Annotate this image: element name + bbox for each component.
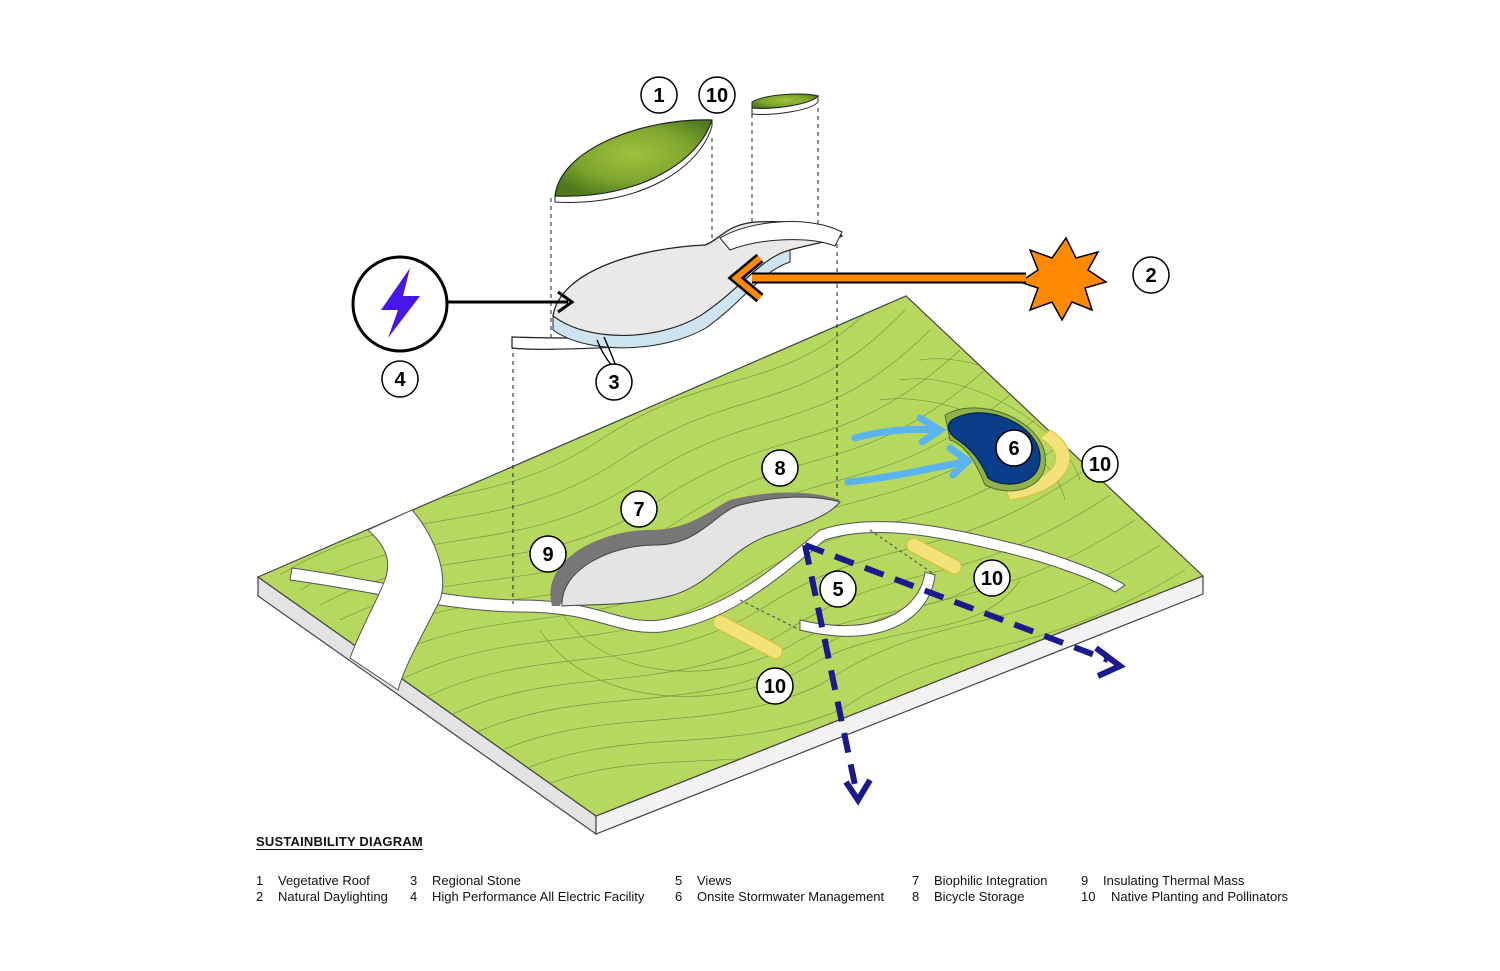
footprint-surface [561, 496, 841, 607]
svg-text:2: 2 [1145, 265, 1156, 287]
view-arrow-east-head [1094, 645, 1126, 679]
svg-text:10: 10 [981, 568, 1003, 590]
view-arrow-south [802, 544, 859, 791]
view-arrow-east [803, 542, 1110, 663]
callout-6: 6 [995, 429, 1033, 467]
svg-text:9: 9 [542, 544, 553, 566]
building-footprint [550, 492, 841, 607]
building-facade [552, 249, 791, 349]
energy-arrow-head [557, 290, 575, 314]
planting-strip-b [906, 537, 962, 575]
svg-text:10: 10 [706, 85, 728, 107]
wind-arrow-upper-head [916, 414, 947, 446]
planting-strip-a [713, 614, 783, 660]
svg-text:5: 5 [832, 579, 843, 601]
planting-strips [713, 429, 1071, 660]
wind-arrow-lower-head [946, 444, 974, 479]
callout-5: 5 [819, 570, 857, 608]
svg-text:8: 8 [774, 458, 785, 480]
callout-10-lawn: 10 [756, 667, 794, 705]
planting-strip-c [1004, 429, 1071, 501]
legend-title: SUSTAINBILITY DIAGRAM [256, 834, 423, 849]
svg-text:4: 4 [394, 369, 406, 391]
vegetative-roof-layers [554, 93, 819, 203]
roof-layer-small-edge [751, 94, 819, 115]
wind-arrow-lower [844, 458, 969, 486]
amphitheatre-seating [799, 571, 936, 637]
lightning-bolt-icon [381, 268, 420, 338]
callout-4: 4 [381, 360, 419, 398]
building-upper-deck [719, 221, 843, 251]
callout-7: 7 [620, 490, 658, 528]
callout-10-roof: 10 [698, 76, 736, 114]
svg-text:3: 3 [608, 372, 619, 394]
callout-9: 9 [529, 535, 567, 573]
callout-3: 3 [595, 363, 633, 401]
view-arrow-heads [843, 645, 1126, 806]
energy-callout [351, 255, 575, 353]
amphitheatre-rail [869, 529, 936, 576]
roof-layer-large-edge [554, 119, 713, 203]
daylight-arrow-head [731, 255, 762, 301]
daylight-callout [727, 236, 1108, 322]
main-walkway [289, 521, 1126, 633]
walkways [289, 509, 1126, 691]
view-arrows [802, 542, 1110, 791]
callout-10-pond: 10 [1081, 445, 1119, 483]
wind-arrows [844, 414, 974, 486]
svg-text:6: 6 [1008, 438, 1019, 460]
svg-text:10: 10 [1089, 454, 1111, 476]
bench-rail [739, 599, 801, 631]
callout-2: 2 [1132, 256, 1170, 294]
cross-walkway [349, 509, 444, 691]
building-massing [511, 220, 844, 350]
callout-10-amphitheatre: 10 [973, 559, 1011, 597]
callout-8: 8 [761, 449, 799, 487]
svg-text:1: 1 [653, 85, 664, 107]
amphitheatre [739, 529, 936, 637]
view-arrow-south-head [843, 778, 873, 806]
wind-arrow-upper [851, 425, 939, 442]
callout-1: 1 [640, 76, 678, 114]
svg-text:7: 7 [633, 499, 644, 521]
svg-text:10: 10 [764, 676, 786, 698]
sun-icon [1018, 236, 1108, 322]
callout-markers: 1 10 2 3 4 5 6 7 [381, 76, 1170, 705]
